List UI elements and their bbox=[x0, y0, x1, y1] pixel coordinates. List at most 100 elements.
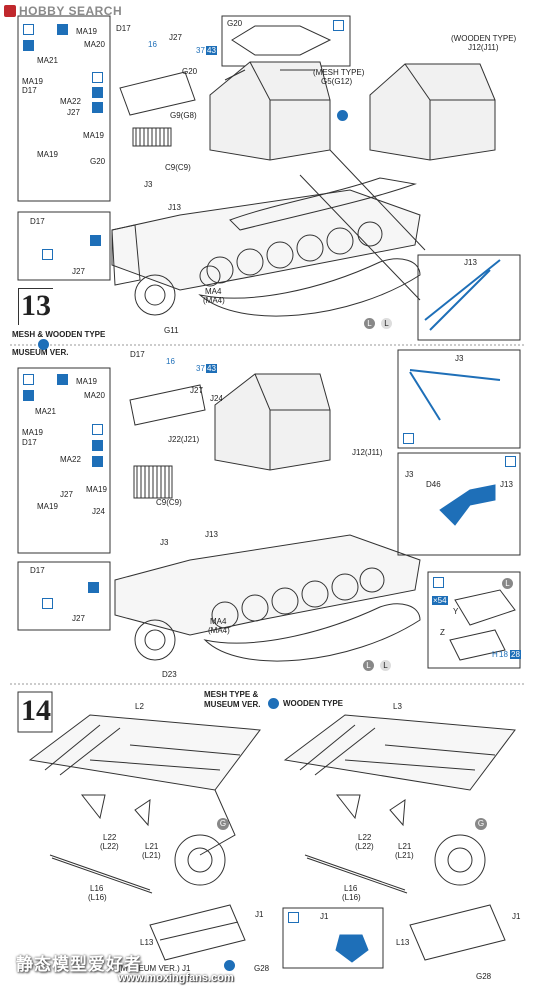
decal-icon bbox=[92, 456, 103, 467]
step-13-number: 13 bbox=[21, 289, 51, 322]
label-d17-b: D17 bbox=[22, 86, 37, 95]
label-j3: J3 bbox=[144, 180, 153, 189]
label-g20-top: G20 bbox=[227, 19, 243, 28]
museum-label-j3: J3 bbox=[160, 538, 169, 547]
step-14-subtitle-left: MESH TYPE & bbox=[204, 690, 259, 699]
right-label-l16: L16 bbox=[344, 884, 358, 893]
museum-label-ma4-sub: (MA4) bbox=[208, 626, 230, 635]
museum-label-ma21: MA21 bbox=[35, 407, 56, 416]
label-ma4-sub: (MA4) bbox=[203, 296, 225, 305]
label-mesh-type: (MESH TYPE) bbox=[313, 68, 365, 77]
label-ma19-c: MA19 bbox=[83, 131, 104, 140]
left-label-l22: L22 bbox=[103, 833, 117, 842]
hobby-search-logo: HOBBY SEARCH bbox=[4, 4, 122, 18]
museum-label-j27-b: J27 bbox=[60, 490, 73, 499]
label-wooden-type: (WOODEN TYPE) bbox=[451, 34, 517, 43]
right-label-l22-sub: (L22) bbox=[355, 842, 374, 851]
label-j13: J13 bbox=[168, 203, 181, 212]
museum-label-d46: D46 bbox=[426, 480, 441, 489]
museum-label-h43: 43 bbox=[206, 364, 217, 373]
museum-label-inset-d17: D17 bbox=[30, 566, 45, 575]
museum-label-j24-b: J24 bbox=[92, 507, 105, 516]
label-j3-right: J3 bbox=[455, 354, 464, 363]
section-mesh-wooden: MESH & WOODEN TYPE bbox=[12, 330, 106, 339]
left-marker-icon: L bbox=[364, 318, 375, 329]
museum-label-z: Z bbox=[440, 628, 445, 637]
label-ma19: MA19 bbox=[76, 27, 97, 36]
label-ma4: MA4 bbox=[205, 287, 222, 296]
museum-label-j13-right: J13 bbox=[500, 480, 513, 489]
decal-icon bbox=[337, 110, 348, 121]
paint-icon bbox=[433, 577, 444, 588]
label-ma22: MA22 bbox=[60, 97, 81, 106]
paint-icon bbox=[92, 424, 103, 435]
museum-label-j22: J22(J21) bbox=[168, 435, 200, 444]
paint-icon bbox=[42, 249, 53, 260]
museum-label-d17: D17 bbox=[130, 350, 145, 359]
label-c9: C9(C9) bbox=[165, 163, 191, 172]
museum-label-d23: D23 bbox=[162, 670, 177, 679]
paint-icon bbox=[90, 235, 101, 246]
label-g20-b: G20 bbox=[90, 157, 106, 166]
step-14-subtitle-left2: MUSEUM VER. bbox=[204, 700, 261, 709]
museum-label-j12: J12(J11) bbox=[352, 448, 383, 457]
decal-icon bbox=[38, 339, 49, 350]
top-callout-frame bbox=[17, 15, 111, 202]
label-g5: G5(G12) bbox=[321, 77, 353, 86]
left-marker-icon: L bbox=[381, 318, 392, 329]
museum-label-j24: J24 bbox=[210, 394, 223, 403]
label-g20: G20 bbox=[182, 67, 198, 76]
decal-icon bbox=[92, 87, 103, 98]
left-marker-icon: L bbox=[363, 660, 374, 671]
museum-label-h18b: 18 bbox=[499, 650, 508, 659]
label-j27-b: J27 bbox=[67, 108, 80, 117]
sprue-icon bbox=[57, 24, 68, 35]
label-ma19-d: MA19 bbox=[37, 150, 58, 159]
step-13-box bbox=[18, 288, 53, 325]
label-g9: G9(G8) bbox=[170, 111, 197, 120]
museum-label-j13: J13 bbox=[205, 530, 218, 539]
museum-label-h18c: 28 bbox=[510, 650, 521, 659]
step-14-number: 14 bbox=[21, 694, 51, 727]
glue-icon bbox=[23, 24, 34, 35]
museum-label-ma19-d: MA19 bbox=[37, 502, 58, 511]
paint-icon bbox=[333, 20, 344, 31]
right-label-l21: L21 bbox=[398, 842, 412, 851]
glue-icon bbox=[23, 374, 34, 385]
left-label-l21: L21 bbox=[145, 842, 159, 851]
decal-icon bbox=[268, 698, 279, 709]
label-inset-d17: D17 bbox=[30, 217, 45, 226]
label-h37: 37 bbox=[196, 46, 205, 55]
paint-icon bbox=[88, 582, 99, 593]
left-label-j1: J1 bbox=[255, 910, 264, 919]
decal-icon bbox=[92, 440, 103, 451]
label-ma20: MA20 bbox=[84, 40, 105, 49]
right-label-l13: L13 bbox=[396, 938, 410, 947]
label-h43: 43 bbox=[206, 46, 217, 55]
part-note-icon bbox=[23, 40, 34, 51]
museum-label-ma19: MA19 bbox=[76, 377, 97, 386]
decal-icon bbox=[224, 960, 235, 971]
inset-label-j1: J1 bbox=[320, 912, 329, 921]
right-label-l21-sub: (L21) bbox=[395, 851, 414, 860]
museum-label-y: Y bbox=[453, 607, 459, 616]
right-label-l3: L3 bbox=[393, 702, 402, 711]
left-label-l21-sub: (L21) bbox=[142, 851, 161, 860]
paint-icon bbox=[42, 598, 53, 609]
label-ma19-b: MA19 bbox=[22, 77, 43, 86]
left-marker-icon: L bbox=[380, 660, 391, 671]
right-label-j1: J1 bbox=[512, 912, 521, 921]
right-label-l16-sub: (L16) bbox=[342, 893, 361, 902]
museum-label-ma20: MA20 bbox=[84, 391, 105, 400]
paint-icon bbox=[288, 912, 299, 923]
g-marker-icon: G bbox=[475, 818, 487, 830]
museum-label-ma22: MA22 bbox=[60, 455, 81, 464]
museum-label-x54: ×54 bbox=[432, 596, 448, 605]
label-j13-right: J13 bbox=[464, 258, 477, 267]
brand-icon bbox=[4, 5, 16, 17]
left-label-l16-sub: (L16) bbox=[88, 893, 107, 902]
step-14-subtitle-right: WOODEN TYPE bbox=[283, 699, 344, 708]
museum-label-c9: C9(C9) bbox=[156, 498, 182, 507]
left-label-l22-sub: (L22) bbox=[100, 842, 119, 851]
